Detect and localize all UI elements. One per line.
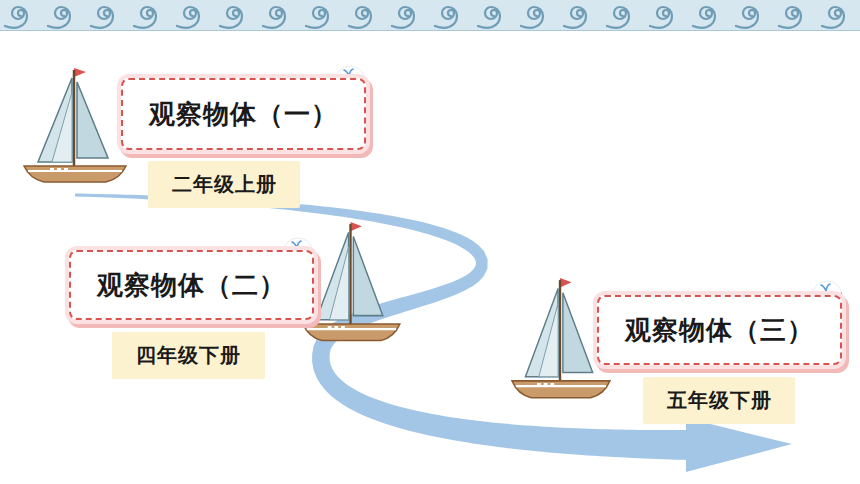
topic-box: 观察物体（三） [597,295,842,365]
topic-box: 观察物体（二） [69,250,314,320]
topic-title: 观察物体（三） [625,313,814,348]
grade-tag: 二年级上册 [148,161,300,208]
grade-label: 四年级下册 [136,342,241,369]
topic-title: 观察物体（二） [97,268,286,303]
sailboat [303,222,400,341]
wave-band [0,0,860,30]
grade-label: 二年级上册 [172,171,277,198]
grade-label: 五年级下册 [667,387,772,414]
band-edge [0,30,860,31]
sailboat [512,278,610,398]
flow-arrowhead [686,418,792,472]
grade-tag: 四年级下册 [112,332,265,379]
sailboat [24,68,126,182]
topic-title: 观察物体（一） [149,97,338,132]
topic-box: 观察物体（一） [121,78,366,150]
grade-tag: 五年级下册 [643,377,795,424]
